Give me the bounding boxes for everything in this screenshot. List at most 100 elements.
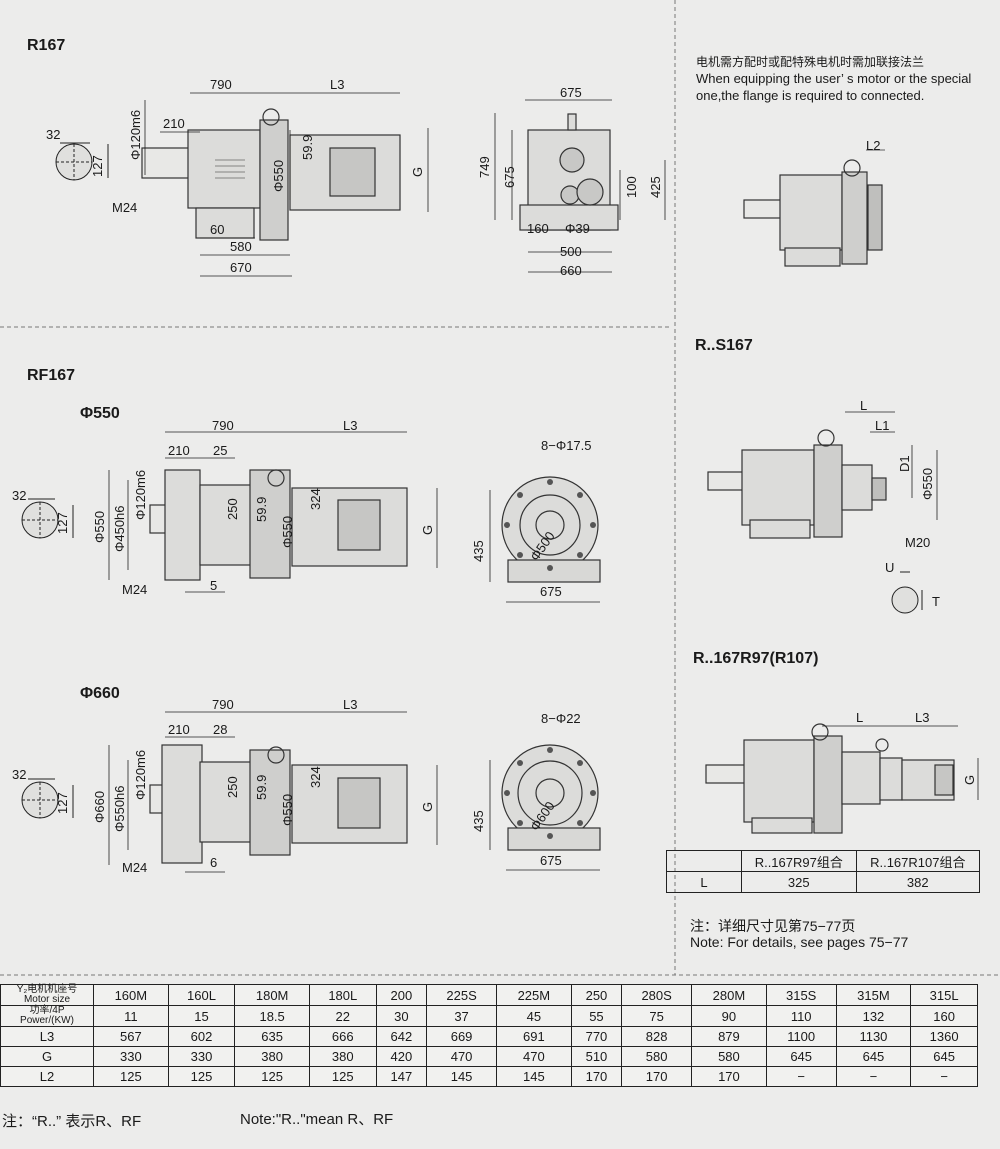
footnote-en: Note:"R.."mean R、RF — [240, 1111, 394, 1128]
table-cell: 45 — [496, 1005, 572, 1027]
rf550-dim-32: 32 — [12, 488, 27, 503]
flange-note-cn: 电机需方配时或配特殊电机时需加联接法兰 — [696, 55, 925, 69]
rf660-dim-435: 435 — [471, 810, 486, 832]
dim-500: 500 — [560, 244, 582, 259]
table-cell: 567 — [93, 1026, 169, 1047]
rs167-dim-m20: M20 — [905, 535, 931, 550]
table-cell: 125 — [167, 1066, 236, 1087]
row-label-cn: 功率/4P — [29, 1005, 65, 1016]
rs167-dim-l1: L1 — [875, 418, 890, 433]
table-cell: 147 — [375, 1066, 428, 1087]
rs167-dim-d1: D1 — [897, 455, 912, 472]
rf167-title: RF167 — [27, 367, 76, 384]
rf550-dim-250: 250 — [225, 498, 240, 520]
rf550-dim-324: 324 — [308, 488, 323, 510]
combo-row-label: L — [666, 871, 742, 893]
rf660-dim-210: 210 — [168, 722, 190, 737]
dim-749: 749 — [477, 156, 492, 178]
r167-side-view — [141, 108, 401, 241]
rf550-dim-790: 790 — [212, 418, 234, 433]
table-cell: 879 — [691, 1026, 767, 1047]
table-cell: 125 — [234, 1066, 310, 1087]
table-cell: 470 — [496, 1046, 572, 1067]
table-cell: 110 — [765, 1005, 837, 1027]
rf550-side-view — [149, 469, 408, 581]
col-header: 315M — [835, 984, 912, 1006]
table-cell: 125 — [308, 1066, 377, 1087]
r97-dim-g: G — [962, 774, 977, 785]
dim-32: 32 — [46, 127, 61, 142]
rf550-dim-550b: Φ550 — [280, 515, 295, 548]
dim-shaft: Φ120m6 — [128, 109, 143, 160]
rf550-dimension-lines — [108, 431, 438, 593]
col-header: 160M — [93, 984, 169, 1006]
col-header: 200 — [375, 984, 428, 1006]
dim-m24: M24 — [112, 200, 138, 215]
table-cell: 420 — [375, 1046, 428, 1067]
row-label-cn: Y₂电机机座号 — [16, 984, 78, 995]
table-cell: 666 — [308, 1026, 377, 1047]
rf660-shaft-section — [21, 778, 74, 819]
rf550-dim-435: 435 — [471, 540, 486, 562]
r97-dim-l3: L3 — [915, 710, 930, 725]
col-header: 180M — [234, 984, 310, 1006]
dim-580: 580 — [230, 239, 252, 254]
rf550-dim-59-9: 59.9 — [254, 496, 269, 522]
r167-shaft-section — [55, 142, 109, 181]
rs167-dim-t: T — [932, 594, 940, 609]
table-cell: 75 — [621, 1005, 693, 1027]
table-cell: 125 — [93, 1066, 169, 1087]
table-cell: 645 — [835, 1046, 912, 1067]
table-cell: 18.5 — [234, 1005, 310, 1027]
combination-table: R..167R97组合 R..167R107组合 L 325 382 — [666, 850, 981, 893]
table-row-g: G 330 330 380 380 420 470 470 510 580 58… — [0, 1046, 978, 1067]
rf550-dim-l3: L3 — [343, 418, 358, 433]
r97-side-view — [705, 723, 955, 834]
dim-100: 100 — [624, 176, 639, 198]
table-cell: 642 — [375, 1026, 428, 1047]
table-cell: 602 — [167, 1026, 236, 1047]
dim-127: 127 — [90, 155, 105, 177]
table-cell: 160 — [910, 1005, 978, 1027]
dim-550: Φ550 — [271, 159, 286, 192]
col-header: 160L — [167, 984, 236, 1006]
combo-header-r107: R..167R107组合 — [855, 850, 981, 872]
table-cell: 470 — [426, 1046, 497, 1067]
table-cell: 55 — [570, 1005, 623, 1027]
table-cell: 37 — [426, 1005, 497, 1027]
table-cell: 11 — [93, 1005, 169, 1027]
table-cell: 90 — [691, 1005, 767, 1027]
rf550-dim-675: 675 — [540, 584, 562, 599]
rf660-dim-675: 675 — [540, 853, 562, 868]
rf660-side-view — [149, 744, 408, 864]
rf660-dim-550b: Φ550 — [280, 793, 295, 826]
table-row-l3: L3 567 602 635 666 642 669 691 770 828 8… — [0, 1026, 978, 1047]
col-header: 225M — [496, 984, 572, 1006]
combo-header-r97: R..167R97组合 — [741, 850, 857, 872]
combo-header-empty — [666, 850, 742, 872]
table-cell: 645 — [765, 1046, 837, 1067]
table-row-power: 功率/4P Power/(KW) 11 15 18.5 22 30 37 45 … — [0, 1005, 978, 1027]
table-row-motor-size: Y₂电机机座号 Motor size 160M 160L 180M 180L 2… — [0, 984, 978, 1006]
table-cell: 691 — [496, 1026, 572, 1047]
flange-note-en-2: one,the flange is required to connected. — [696, 88, 925, 103]
table-cell: 635 — [234, 1026, 310, 1047]
rf550-dim-shaft: Φ120m6 — [133, 469, 148, 520]
col-header: 180L — [308, 984, 377, 1006]
table-cell: − — [765, 1066, 837, 1087]
col-header: 315L — [910, 984, 978, 1006]
r167-title: R167 — [27, 37, 66, 54]
table-cell: 645 — [910, 1046, 978, 1067]
col-header: 280S — [621, 984, 693, 1006]
table-cell: 330 — [93, 1046, 169, 1067]
r97-dimension-lines — [822, 725, 979, 800]
combo-value-r97: 325 — [741, 871, 857, 893]
row-label-en: Motor size — [23, 994, 71, 1005]
col-header: 225S — [426, 984, 497, 1006]
rf660-dim-holes: 8−Φ22 — [541, 711, 581, 726]
rf660-dim-m24: M24 — [122, 860, 148, 875]
rf660-dim-shaft: Φ120m6 — [133, 749, 148, 800]
dim-l2: L2 — [866, 138, 881, 153]
table-cell: 22 — [308, 1005, 377, 1027]
dim-39: Φ39 — [565, 221, 590, 236]
